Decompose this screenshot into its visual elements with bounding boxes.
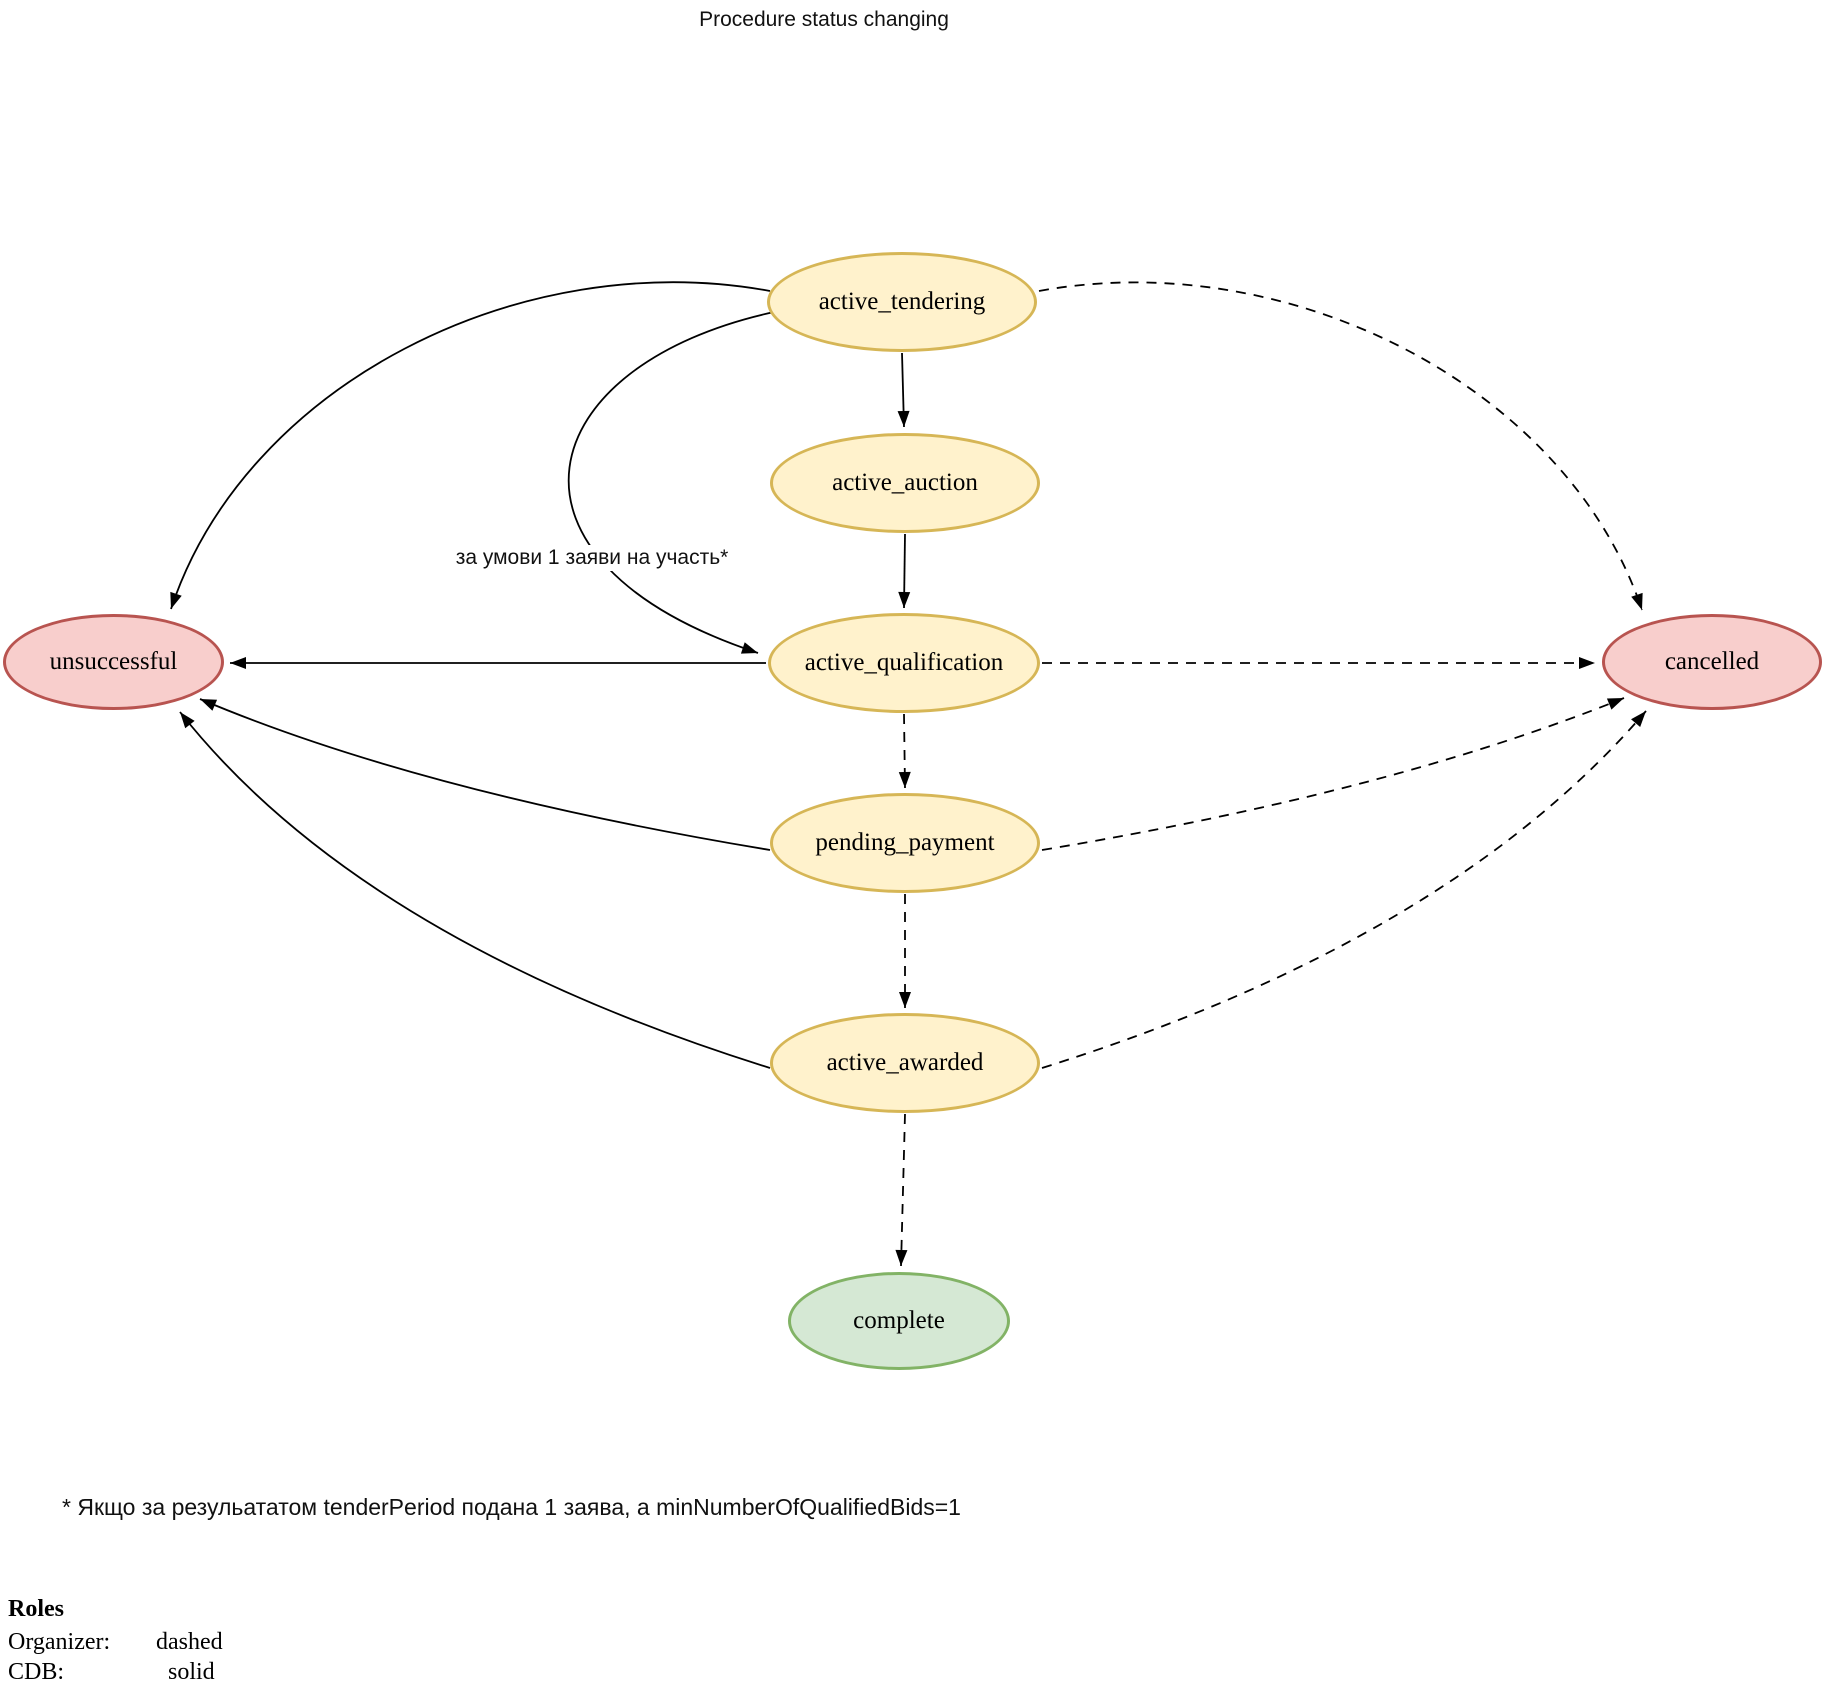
legend-role: Organizer: (8, 1629, 111, 1655)
node-pending-payment: pending_payment (770, 793, 1040, 893)
edge-active-auction-to-active-qualification (898, 533, 911, 609)
node-active-awarded: active_awarded (770, 1013, 1040, 1113)
edge-pending-payment-to-cancelled (1041, 697, 1625, 851)
legend-line-style: dashed (156, 1629, 223, 1655)
node-active-tendering: active_tendering (767, 252, 1037, 352)
edge-active-awarded-to-unsuccessful (179, 711, 771, 1069)
node-label: complete (853, 1307, 945, 1334)
node-cancelled: cancelled (1602, 614, 1822, 710)
edge-active-tendering-to-cancelled (1038, 281, 1643, 611)
node-unsuccessful: unsuccessful (3, 614, 224, 710)
node-label: active_awarded (826, 1049, 984, 1076)
node-label: active_tendering (818, 288, 986, 315)
legend-row-cdb: CDB: solid (8, 1657, 223, 1686)
edge-active-tendering-to-active-auction (897, 352, 910, 428)
node-label: active_qualification (804, 649, 1004, 676)
node-complete: complete (788, 1272, 1010, 1370)
edge-active-awarded-to-complete (895, 1113, 908, 1267)
legend-line-style: solid (168, 1659, 215, 1685)
node-label: active_auction (832, 469, 978, 496)
legend-role: CDB: (8, 1659, 65, 1685)
edge-active-tendering-to-unsuccessful (170, 281, 771, 610)
roles-legend: Roles Organizer: dashed CDB: solid (8, 1596, 223, 1686)
edge-condition-label: за умови 1 заяви на участь* (452, 545, 732, 571)
edge-active-tendering-to-active-qualification (567, 311, 775, 654)
edge-active-qualification-to-pending-payment (898, 713, 911, 789)
edge-pending-payment-to-unsuccessful (199, 698, 771, 851)
node-label: cancelled (1664, 648, 1760, 675)
node-label: unsuccessful (49, 648, 178, 675)
footnote: * Якщо за резульататом tenderPeriod пода… (62, 1494, 961, 1520)
legend-row-organizer: Organizer: dashed (8, 1627, 223, 1657)
legend-heading: Roles (8, 1596, 64, 1622)
node-active-qualification: active_qualification (768, 613, 1040, 713)
node-label: pending_payment (815, 829, 995, 856)
node-active-auction: active_auction (770, 433, 1040, 533)
diagram-title: Procedure status changing (699, 8, 949, 31)
edge-active-awarded-to-cancelled (1041, 710, 1647, 1069)
